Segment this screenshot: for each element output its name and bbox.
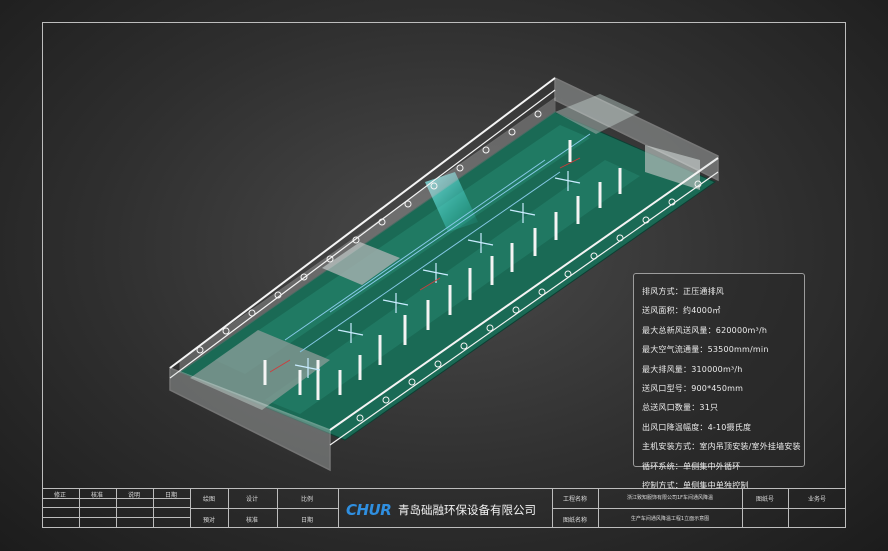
front-wall-mid — [329, 171, 719, 446]
spec-temp-drop: 出风口降温幅度：4-10摄氏度 — [642, 422, 752, 432]
drawing-label: 图纸名称 — [562, 517, 588, 524]
date-label: 日期 — [300, 517, 314, 524]
job-no-label: 业务号 — [807, 496, 827, 503]
drawing-value: 生产车间通风降温工程1立面示意图 — [630, 516, 710, 522]
red-markers — [269, 157, 581, 373]
right-end-wall — [554, 76, 719, 182]
spec-max-exhaust: 最大排风量：310000m³/h — [642, 364, 743, 374]
spec-exhaust-mode: 排风方式：正压通排风 — [642, 287, 724, 296]
rev-col-approve: 核准 — [90, 492, 104, 499]
spec-max-supply: 最大总新风送风量：620000m³/h — [642, 325, 768, 335]
back-wall — [179, 97, 556, 373]
title-block: 修正 核准 说明 日期 绘图 设计 比例 預对 核准 日期 CHUR 青岛础融环… — [42, 488, 846, 528]
spec-max-airflow: 最大空气流通量：53500mm/min — [642, 345, 769, 355]
spec-supply-area: 送风面积：约4000㎡ — [642, 306, 721, 316]
spec-circulation: 循环系统：单侧集中外循环 — [642, 461, 741, 471]
grey-zone-left — [190, 330, 330, 410]
grey-zone-end — [645, 145, 700, 190]
company-logo: CHUR — [346, 501, 392, 519]
rev-col-date: 日期 — [164, 492, 178, 499]
air-flow-beam — [425, 172, 478, 232]
spec-outlet-count: 总送风口数量：31只 — [642, 403, 719, 413]
drawn-label: 绘图 — [202, 496, 216, 503]
support-columns — [263, 140, 622, 400]
drawing-frame — [42, 22, 846, 528]
wall-exhaust-fans-back — [196, 110, 542, 354]
front-wall-top — [329, 157, 719, 431]
drawing-no-label: 图纸号 — [755, 496, 775, 503]
project-label: 工程名称 — [562, 496, 588, 503]
scale-label: 比例 — [300, 496, 314, 503]
back-wall-mid — [169, 89, 556, 379]
rev-col-note: 说明 — [127, 492, 141, 499]
review-label: 預对 — [202, 517, 216, 524]
company-name: 青岛础融环保设备有限公司 — [398, 503, 536, 517]
spec-outlet-model: 送风口型号：900*450mm — [642, 384, 744, 394]
spec-control: 控制方式：单侧集中单独控制 — [642, 481, 749, 491]
design-label: 设计 — [245, 496, 259, 503]
approve-label: 核准 — [245, 517, 259, 524]
rev-col-amend: 修正 — [53, 492, 67, 499]
air-diffusers — [294, 171, 581, 378]
spec-install-mode: 主机安装方式：室内吊顶安装/室外挂墙安装 — [642, 442, 801, 452]
floor-strip — [265, 160, 640, 414]
wall-exhaust-fans-front — [356, 180, 702, 422]
air-ducts — [284, 133, 591, 353]
floor-strip — [215, 125, 590, 374]
project-value: 浙江致知服饰有限公司1F车间通风降温 — [626, 495, 714, 501]
grey-zone-mid — [322, 242, 400, 285]
spec-panel: 排风方式：正压通排风 送风面积：约4000㎡ 最大总新风送风量：620000m³… — [633, 273, 805, 490]
grey-zone-right — [555, 94, 640, 134]
back-wall-top — [169, 77, 556, 369]
left-end-wall — [169, 366, 331, 472]
